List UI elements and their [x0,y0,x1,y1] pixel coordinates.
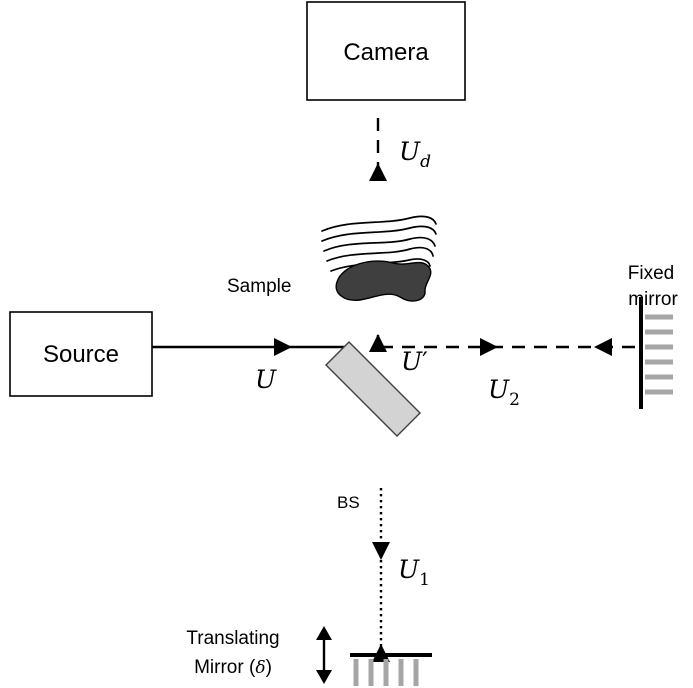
camera-box [306,1,466,101]
fixed-mirror-label-line2: mirror [628,289,678,310]
sample: Sample [227,215,437,302]
source-label: Source [43,341,119,368]
camera-label: Camera [343,39,429,66]
source-box [9,311,153,397]
translating-mirror-label-text: Mirror ( [194,657,256,678]
source: Source [9,311,153,397]
input-beam-arrow [274,338,292,356]
detected-beam-arrow [369,163,387,181]
translating-mirror-label-line1: Translating [186,628,279,649]
translating-mirror: Translating Mirror (δ) [186,626,432,686]
field-label-detected: Ud [399,137,431,172]
sample-label: Sample [227,276,291,297]
beam-splitter-label: BS [337,493,360,512]
translation-arrow-icon [316,626,332,684]
fixed-mirror: Fixed mirror [628,263,678,409]
beam-splitter-plate [325,341,421,437]
field-label-input: U [255,365,277,394]
sample-body [335,260,432,302]
reference-arm-arrow-down [372,542,390,560]
field-label-redirected: U′ [401,347,428,376]
translating-mirror-label-close: ) [266,657,272,678]
object-arm-arrow-out [480,338,498,356]
field-label-reference: U1 [398,555,430,590]
beam-splitter: BS [325,341,421,512]
redirected-beam-arrow [369,334,387,352]
sample-wavefronts [321,215,437,272]
fixed-mirror-hatch [645,314,673,395]
camera: Camera [306,1,466,101]
field-label-object: U2 [488,375,520,410]
object-arm-arrow-return [594,338,612,356]
fixed-mirror-label-line1: Fixed [628,263,674,284]
translating-mirror-label-line2: Mirror (δ) [194,657,272,678]
delta-symbol: δ [255,658,265,678]
translating-mirror-hatch [353,659,419,686]
